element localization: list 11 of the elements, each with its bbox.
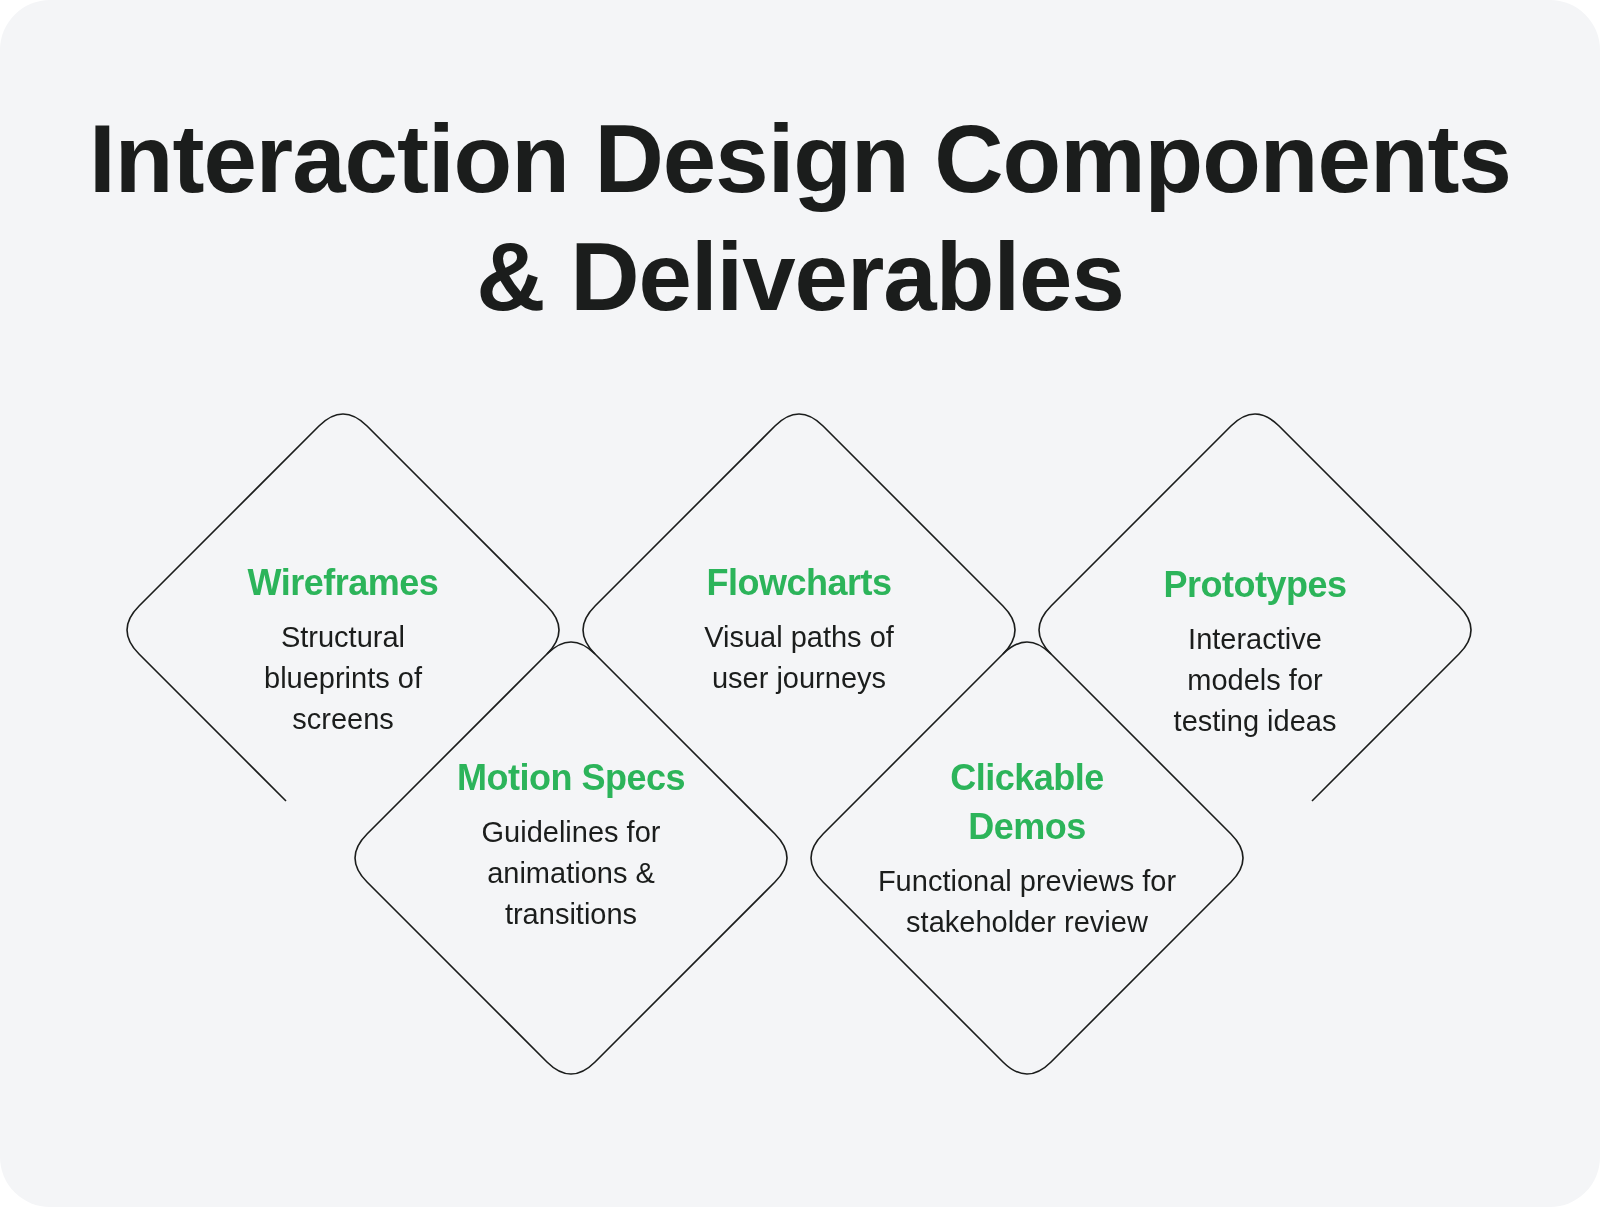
node-description: Structural blueprints of screens xyxy=(263,620,423,737)
node-heading: Wireframes xyxy=(247,561,439,605)
node-description: Functional previews for stakeholder review xyxy=(876,864,1178,940)
node-heading: Prototypes xyxy=(1163,563,1347,607)
node-heading: Clickable Demos xyxy=(949,756,1105,849)
node-heading: Flowcharts xyxy=(706,561,892,605)
node-heading: Motion Specs xyxy=(457,756,685,800)
node-description: Interactive models for testing ideas xyxy=(1172,622,1338,739)
title: Interaction Design Components & Deliverables xyxy=(88,104,1512,332)
node-description: Guidelines for animations & transitions xyxy=(480,815,662,932)
node-description: Visual paths of user journeys xyxy=(704,620,894,696)
